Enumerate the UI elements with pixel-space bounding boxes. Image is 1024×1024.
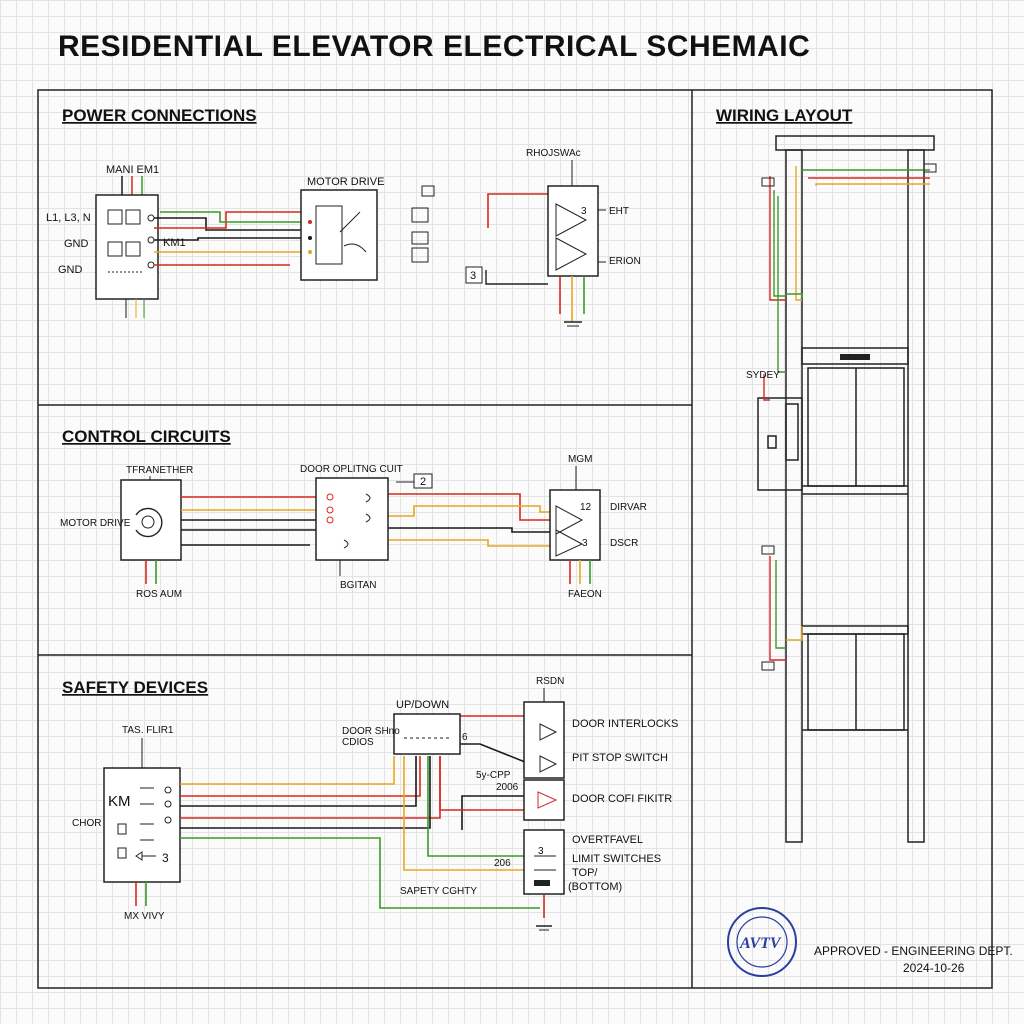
num-3-safety: 3 xyxy=(162,851,169,865)
motor-drive-label: MOTOR DRIVE xyxy=(307,176,384,188)
num-3-power: 3 xyxy=(581,206,587,217)
num-2006: 2006 xyxy=(496,782,519,793)
ros-aum-label: ROS AUM xyxy=(136,589,182,600)
transformer-label: TFRANETHER xyxy=(126,465,193,476)
outer-frame xyxy=(37,89,993,989)
shaft-rail-right xyxy=(907,149,925,843)
door-operating-circuit: DOOR OPLITNG CUIT 2 BGITAN xyxy=(300,464,433,591)
main-breaker-box xyxy=(95,194,159,300)
door-cofi-label: DOOR COFI FIKITR xyxy=(572,793,672,805)
control-heading: CONTROL CIRCUITS xyxy=(62,427,231,446)
control-motor-drive-label: MOTOR DRIVE xyxy=(60,518,131,529)
up-down-label: UP/DOWN xyxy=(396,699,449,711)
safety-km: TAS. FLIR1 KM CHOR 3 MX VIVY xyxy=(72,725,181,922)
approved-date: 2024-10-26 xyxy=(903,961,965,975)
car-top-beam xyxy=(801,347,909,365)
control-right-box: MGM 12 3 DIRVAR DSCR FAEON xyxy=(549,454,647,600)
mgm-label: MGM xyxy=(568,454,592,465)
shaft-top-beam xyxy=(775,135,935,151)
approval-stamp: AVTV xyxy=(727,907,797,977)
tag-3: 3 xyxy=(470,270,476,282)
rotation-icon xyxy=(135,507,163,538)
pit-stop-label: PIT STOP SWITCH xyxy=(572,752,668,764)
fuse-icon xyxy=(421,185,435,197)
num-6: 6 xyxy=(462,732,468,743)
mxvivy-label: MX VIVY xyxy=(124,911,165,922)
km-label: KM xyxy=(108,793,131,810)
approved-text: APPROVED - ENGINEERING DEPT. xyxy=(814,944,1013,958)
tag-2: 2 xyxy=(420,476,426,488)
safety-heading: SAFETY DEVICES xyxy=(62,678,208,697)
gnd-label-1: GND xyxy=(64,238,89,250)
shaft-wiring xyxy=(763,166,930,661)
car-indicator xyxy=(840,354,870,360)
safety-cghty-label: SAPETY CGHTY xyxy=(400,886,477,897)
bottom-label: (BOTTOM) xyxy=(568,881,622,893)
terminal-icon xyxy=(411,207,429,223)
chor-label: CHOR xyxy=(72,818,101,829)
num-206: 206 xyxy=(494,858,511,869)
bgitan-label: BGITAN xyxy=(340,580,376,591)
tas-flir-label: TAS. FLIR1 xyxy=(122,725,174,736)
safety-chain-boxes: RSDN 5y-CPP 2006 206 3 DOOR INTERLOCKS P… xyxy=(400,676,678,931)
dirvar-label: DIRVAR xyxy=(610,502,647,513)
box-top-label: RHOJSWAc xyxy=(526,148,581,159)
out2-label: ERION xyxy=(609,256,641,267)
gnd-label-2: GND xyxy=(58,264,83,276)
controller-box xyxy=(757,397,803,491)
control-wires xyxy=(181,493,550,547)
dscr-label: DSCR xyxy=(610,538,638,549)
l-label: L1, L3, N xyxy=(46,212,91,224)
main-breaker: MANI EM1 L1, L3, N GND GND KM1 xyxy=(46,164,186,318)
num-3b: 3 xyxy=(538,846,544,857)
sw-label-small: 5y-CPP xyxy=(476,770,511,781)
motor-drive-power: MOTOR DRIVE xyxy=(300,176,435,281)
page-title: RESIDENTIAL ELEVATOR ELECTRICAL SCHEMAIC xyxy=(58,30,811,63)
num-12: 12 xyxy=(580,502,592,513)
overtravel-label: OVERTFAVEL xyxy=(572,834,643,846)
panel-frames xyxy=(37,89,993,989)
door-interlocks-label: DOOR INTERLOCKS xyxy=(572,718,678,730)
stamp-text: AVTV xyxy=(739,935,782,952)
power-wires xyxy=(154,211,302,266)
rsdn-label: RSDN xyxy=(536,676,564,687)
terminal-icon xyxy=(411,231,429,245)
sydey-label: SYDEY xyxy=(746,370,780,381)
out1-label: EHT xyxy=(609,206,629,217)
power-right-box: RHOJSWAc 3 EHT ERION 3 xyxy=(465,148,641,327)
shaft-rail-left xyxy=(785,149,803,843)
top-label: TOP/ xyxy=(572,867,598,879)
safety-wires xyxy=(180,715,540,909)
main-label: MANI EM1 xyxy=(106,164,159,176)
terminal-icon xyxy=(411,247,429,263)
wiring-heading: WIRING LAYOUT xyxy=(716,106,853,125)
up-down-box: UP/DOWN DOOR SHno CDIOS 6 xyxy=(342,699,468,755)
faeon-label: FAEON xyxy=(568,589,602,600)
elevator-shaft xyxy=(757,135,935,843)
door-sw-label: DOOR SHno xyxy=(342,726,400,737)
limit-switches-label: LIMIT SWITCHES xyxy=(572,853,661,865)
cdios-label: CDIOS xyxy=(342,737,374,748)
power-heading: POWER CONNECTIONS xyxy=(62,106,257,125)
door-op-label: DOOR OPLITNG CUIT xyxy=(300,464,403,475)
num-3-control: 3 xyxy=(582,538,588,549)
transformer: TFRANETHER MOTOR DRIVE ROS AUM xyxy=(60,465,193,600)
km1-label: KM1 xyxy=(163,237,186,249)
